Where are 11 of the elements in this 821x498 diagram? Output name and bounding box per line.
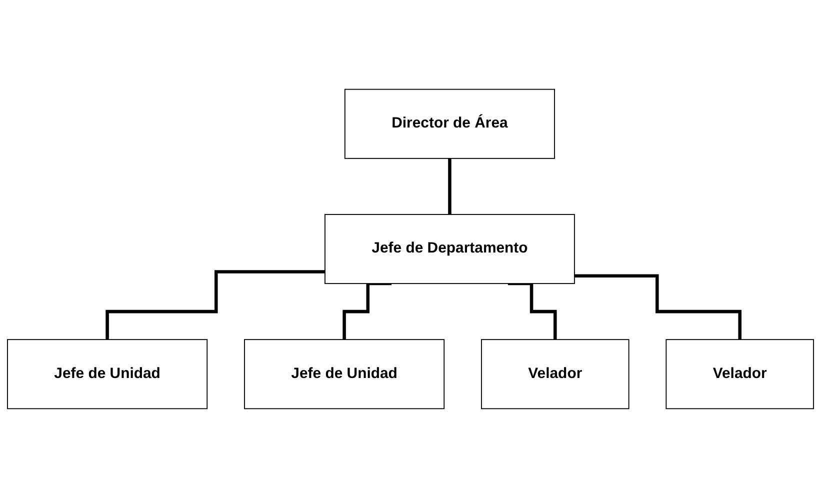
node-box: Director de Área	[344, 88, 555, 159]
node-box: Jefe de Unidad	[244, 339, 445, 410]
connector	[448, 156, 452, 216]
node-box: Jefe de Unidad	[7, 339, 208, 410]
connector	[508, 282, 557, 342]
connector	[574, 274, 742, 342]
node-box: Velador	[666, 339, 814, 410]
connector	[342, 282, 392, 342]
connector	[106, 270, 325, 342]
node-box: Velador	[481, 339, 630, 410]
node-box: Jefe de Departamento	[324, 214, 575, 284]
